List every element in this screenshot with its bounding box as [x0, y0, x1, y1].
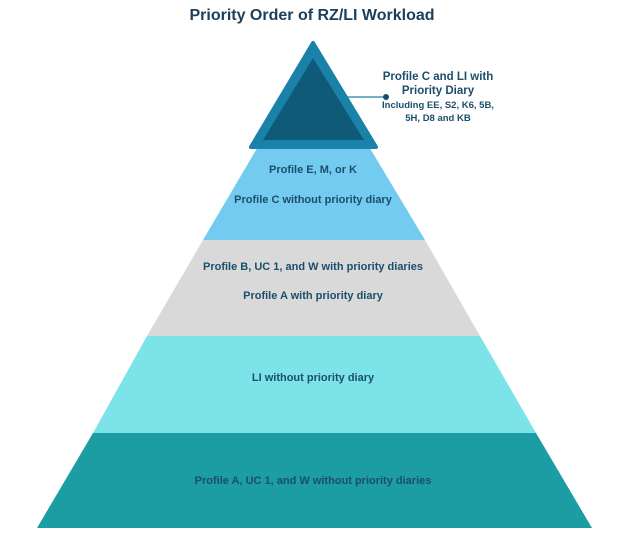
tier-1-label-2: Profile C without priority diary	[234, 194, 392, 206]
apex-label-line1: Profile C and LI with	[382, 71, 494, 83]
tier-3-shape	[93, 336, 536, 433]
tier-2-label-1: Profile B, UC 1, and W with priority dia…	[202, 261, 424, 273]
apex-detail-line2: 5H, D8 and KB	[405, 113, 471, 124]
apex-label-line2: Priority Diary	[401, 85, 475, 97]
apex-connector-dot	[383, 94, 389, 100]
tier-4-shape	[37, 433, 592, 528]
diagram-title: Priority Order of RZ/LI Workload	[189, 7, 435, 24]
tier-2-shape	[147, 240, 480, 336]
apex-detail-line1: Including EE, S2, K6, 5B,	[382, 100, 494, 111]
tier-1-label-1: Profile E, M, or K	[268, 164, 358, 176]
tier-4-label: Profile A, UC 1, and W without priority …	[194, 475, 432, 487]
tier-3-label: LI without priority diary	[251, 372, 375, 384]
tier-1-shape	[203, 145, 425, 240]
apex-triangle	[263, 58, 364, 140]
tier-2-label-2: Profile A with priority diary	[243, 290, 383, 302]
